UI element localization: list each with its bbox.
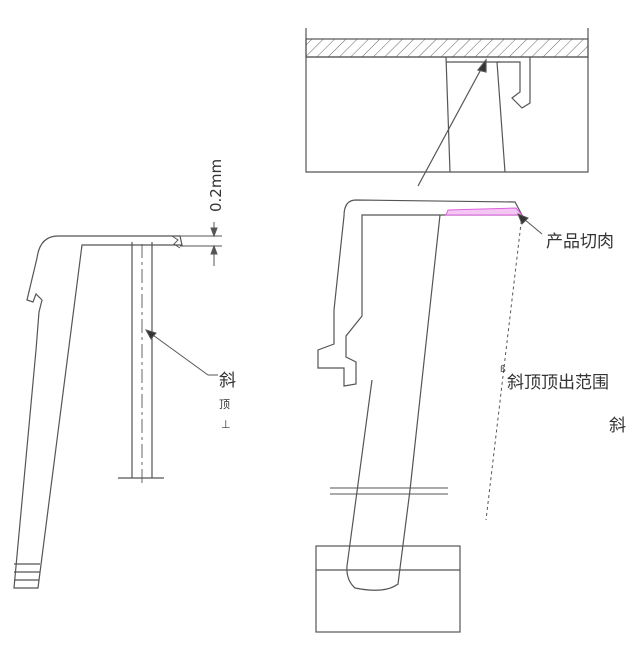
lifter-range-label-cont: 斜: [609, 416, 626, 436]
small-mark: ß: [500, 365, 506, 375]
left-ejector-pin: [118, 242, 164, 479]
lifter-bottom-band: [330, 487, 448, 495]
right-product-outline: [317, 199, 524, 387]
top-mold-block: [305, 28, 589, 173]
right-product-view: [315, 199, 524, 633]
right-leader-arrow: [417, 58, 487, 187]
bottom-mold-block: [315, 545, 461, 633]
hatched-plate: [305, 38, 589, 58]
left-cut-glyph-2: 顶: [219, 398, 230, 411]
left-cut-glyph-3: ⊥: [221, 418, 231, 431]
cut-label-leader: [517, 213, 543, 235]
lifter-head-outline: [445, 56, 531, 173]
lifter-range-label: 斜顶顶出范围: [507, 373, 609, 393]
right-lifter-body: [346, 214, 441, 591]
product-cut-highlight: [445, 207, 524, 216]
left-section-view: [13, 235, 183, 589]
left-lifter-foot: [14, 563, 40, 581]
left-break-line: [171, 235, 181, 249]
left-leader-line: [144, 329, 218, 376]
left-product-outline: [13, 235, 183, 589]
product-cut-label: 产品切肉: [546, 232, 614, 252]
left-cut-glyph-1: 斜: [219, 371, 236, 391]
dimension-label: 0.2mm: [207, 159, 225, 212]
dimension-0-2mm: [180, 222, 222, 266]
